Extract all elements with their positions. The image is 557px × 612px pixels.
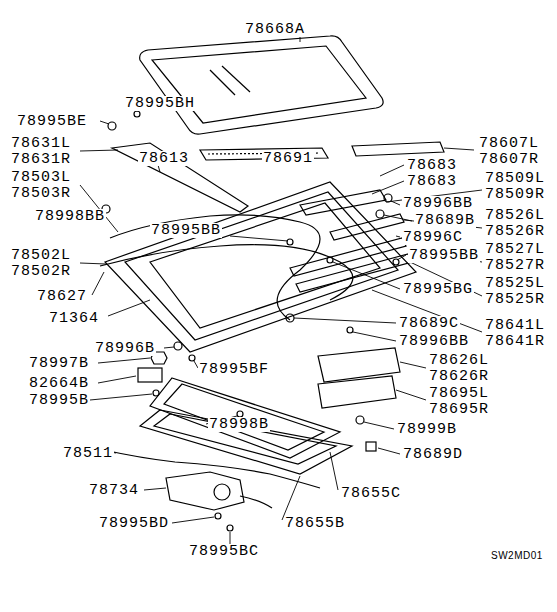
- drain-hose: [110, 215, 320, 320]
- glass-panel: [140, 36, 383, 134]
- leader-lines: [80, 37, 482, 544]
- callout-number: 78526L: [484, 208, 546, 223]
- callout-number: 78695L: [428, 386, 490, 401]
- motor-wire: [240, 496, 272, 508]
- callout-number: 78525L: [484, 276, 546, 291]
- holder: [286, 314, 294, 322]
- sunroof-frame: [105, 182, 416, 352]
- sunshade-frame: [140, 410, 352, 474]
- callout-number: 78683: [406, 174, 458, 189]
- callout-number: 78996C: [402, 230, 464, 245]
- callout-number: 78999B: [396, 422, 458, 437]
- bracket: [352, 142, 444, 156]
- cable: [100, 245, 353, 300]
- glass-glint: [210, 70, 235, 95]
- nut: [347, 327, 353, 333]
- screw: [215, 513, 221, 519]
- screw: [108, 122, 116, 130]
- callout-number: 78995BB: [150, 223, 222, 238]
- callout-number: 78995BD: [98, 516, 170, 531]
- callout-number: 71364: [48, 311, 100, 326]
- side-bracket: [318, 376, 396, 408]
- callout-number: 78526R: [484, 224, 546, 239]
- frame-inner: [125, 192, 398, 340]
- nut: [384, 194, 392, 202]
- callout-number: SW2MD01: [490, 550, 544, 561]
- deflector: [112, 143, 248, 212]
- callout-number: 78641R: [484, 334, 546, 349]
- callout-number: 78689C: [398, 316, 460, 331]
- glass-inner: [152, 46, 366, 123]
- screw: [174, 342, 182, 350]
- screw: [356, 416, 364, 424]
- callout-number: 78613: [138, 151, 190, 166]
- callout-number: 78607L: [478, 136, 540, 151]
- screw: [327, 257, 333, 263]
- rail-slider: [330, 214, 404, 240]
- glass-glint: [222, 66, 250, 92]
- screw: [227, 525, 233, 531]
- callout-number: 78655C: [340, 486, 402, 501]
- callout-number: 78995BH: [124, 96, 196, 111]
- callout-number: 78998B: [208, 417, 270, 432]
- callout-number: 78503L: [10, 170, 72, 185]
- callout-number: 78502R: [10, 264, 72, 279]
- screw: [189, 355, 195, 361]
- callout-number: 78607R: [478, 152, 540, 167]
- callout-number: 78627: [36, 289, 88, 304]
- callout-number: 78995BB: [408, 248, 480, 263]
- callout-number: 78641L: [484, 318, 546, 333]
- holder: [376, 210, 384, 218]
- callout-number: 78695R: [428, 402, 490, 417]
- callout-number: 78683: [406, 158, 458, 173]
- callout-number: 78689D: [402, 447, 464, 462]
- clip: [366, 442, 376, 451]
- callout-number: 78631L: [10, 136, 72, 151]
- callout-number: 82664B: [28, 376, 90, 391]
- callout-number: 78502L: [10, 248, 72, 263]
- callout-number: 78631R: [10, 152, 72, 167]
- screw: [287, 239, 293, 245]
- callout-number: 78655B: [284, 516, 346, 531]
- callout-number: 78995BE: [16, 114, 88, 129]
- sunshade: [150, 378, 340, 458]
- screw: [134, 111, 140, 117]
- callout-number: 78509L: [484, 171, 546, 186]
- callout-number: 78996B: [94, 341, 156, 356]
- motor: [166, 472, 244, 510]
- guide-rail: [296, 254, 412, 292]
- callout-number: 78527R: [484, 258, 546, 273]
- callout-number: 78626L: [428, 353, 490, 368]
- callout-number: 78998BB: [34, 209, 106, 224]
- callout-number: 78995BF: [198, 362, 270, 377]
- callout-number: 78734: [88, 483, 140, 498]
- callout-number: 78509R: [484, 187, 546, 202]
- callout-number: 78995BG: [402, 282, 474, 297]
- callout-number: 78996BB: [402, 196, 474, 211]
- callout-number: 78525R: [484, 292, 546, 307]
- motor-gear: [214, 484, 230, 500]
- callout-number: 78503R: [10, 186, 72, 201]
- sunshade-frame-inner: [154, 414, 336, 464]
- callout-number: 78527L: [484, 242, 546, 257]
- callout-number: 78995BC: [188, 544, 260, 559]
- callout-number: 78689B: [414, 213, 476, 228]
- callout-number: 78668A: [244, 22, 306, 37]
- callout-number: 78626R: [428, 369, 490, 384]
- callout-number: 78996BB: [398, 334, 470, 349]
- callout-number: 78997B: [28, 356, 90, 371]
- callout-number: 78691: [262, 151, 314, 166]
- module-box: [138, 368, 162, 382]
- callout-number: 78995B: [28, 393, 90, 408]
- callout-number: 78511: [62, 446, 114, 461]
